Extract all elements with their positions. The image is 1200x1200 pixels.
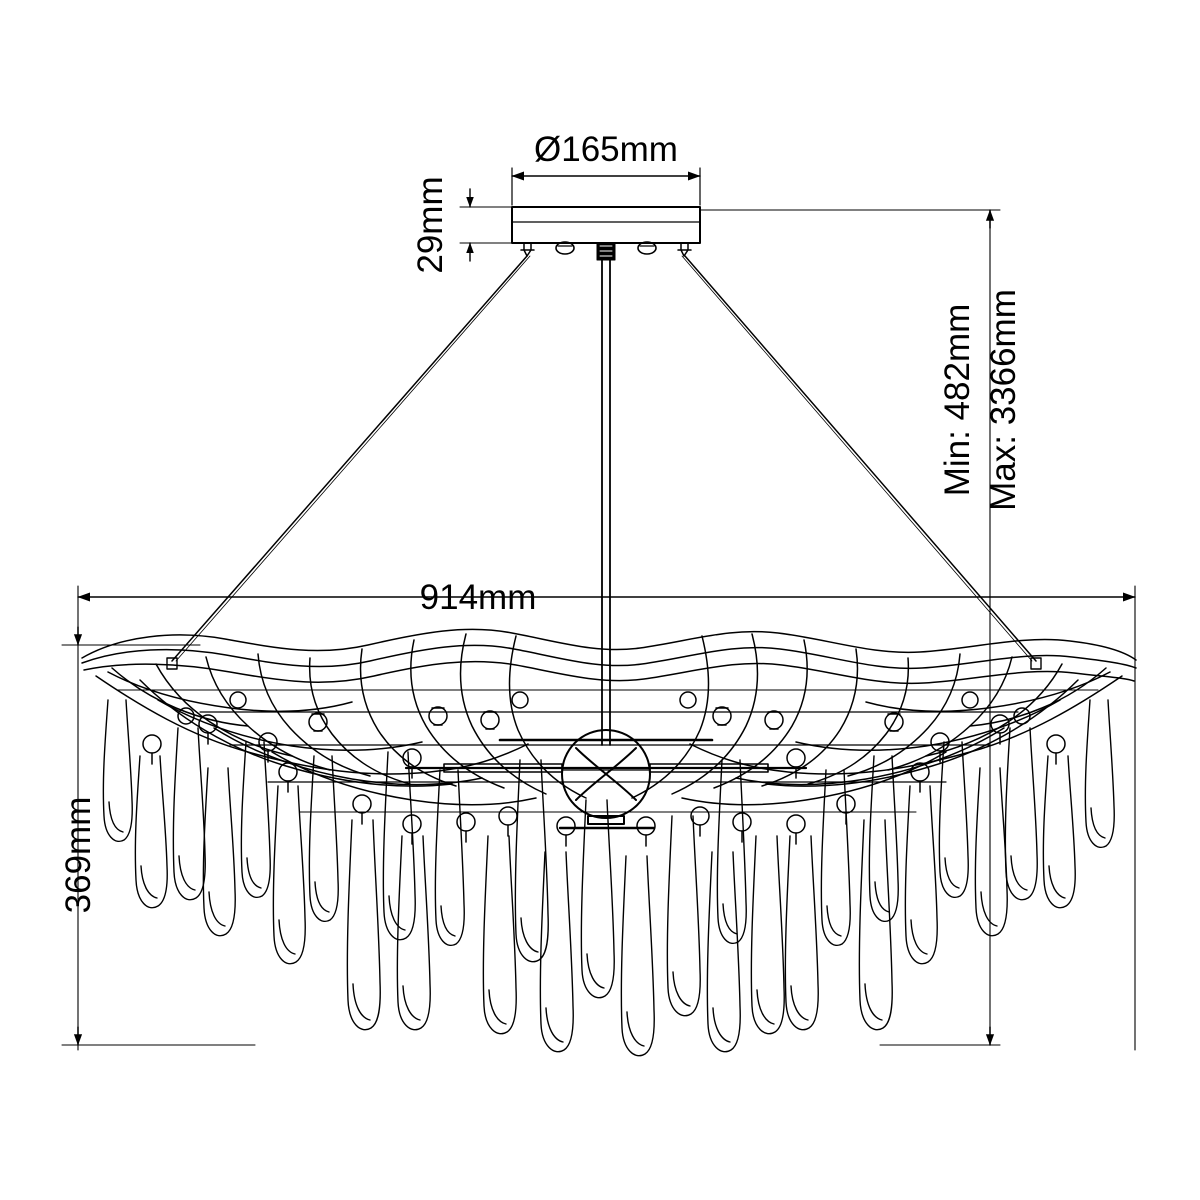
label-canopy-diameter: Ø165mm bbox=[534, 130, 678, 169]
ceiling-canopy-plate bbox=[511, 206, 701, 261]
center-sphere-hub bbox=[443, 729, 769, 830]
teardrop-crystal-drops bbox=[102, 699, 1115, 1057]
label-drop-min: Min: 482mm bbox=[938, 304, 977, 497]
dimension-canopy-diameter bbox=[511, 167, 701, 206]
dimension-body-height bbox=[61, 626, 256, 1046]
label-fixture-width: 914mm bbox=[420, 578, 537, 617]
label-canopy-height: 29mm bbox=[411, 176, 450, 273]
dimension-fixture-width bbox=[77, 585, 1136, 1051]
label-body-height: 369mm bbox=[59, 797, 98, 914]
suspension-cables bbox=[166, 255, 1042, 670]
label-drop-max: Max: 3366mm bbox=[984, 289, 1023, 511]
dimension-canopy-height bbox=[459, 188, 513, 262]
center-support-rod bbox=[601, 259, 611, 746]
wire-mesh-net-body bbox=[81, 628, 1137, 847]
dimension-drop-range bbox=[699, 209, 1001, 1046]
